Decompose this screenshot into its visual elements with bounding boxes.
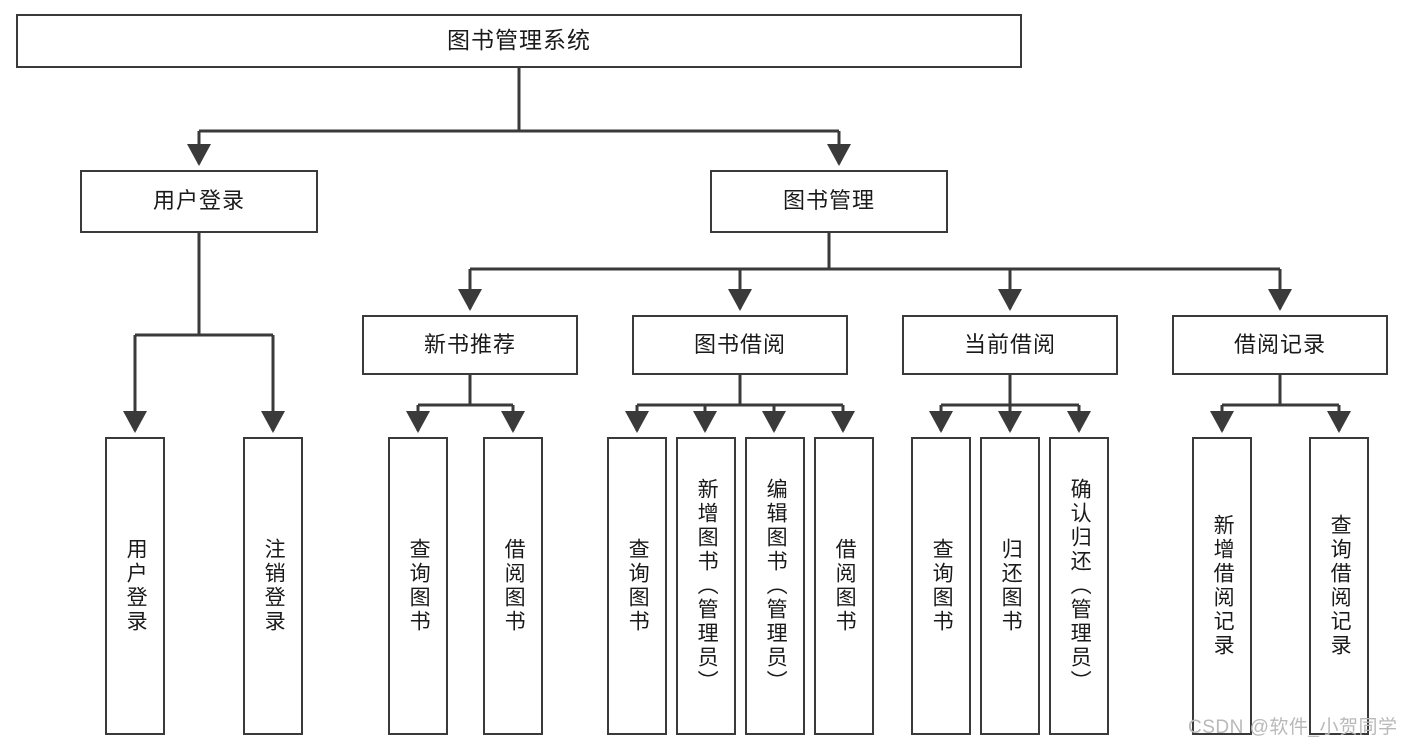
leaf-user-login[interactable]: 用户登录 [105, 437, 165, 735]
node-label: 用户登录 [152, 188, 245, 214]
node-label: 图书管理 [782, 188, 875, 214]
node-label: 归还图书 [999, 538, 1023, 634]
leaf-recommend-query-book[interactable]: 查询图书 [388, 437, 448, 735]
leaf-current-return-book[interactable]: 归还图书 [980, 437, 1040, 735]
node-label: 编辑图书（管理员） [764, 478, 788, 694]
node-label: 确认归还（管理员） [1068, 478, 1092, 694]
node-label: 新书推荐 [423, 331, 516, 357]
node-book-management[interactable]: 图书管理 [710, 170, 948, 233]
node-current-borrow[interactable]: 当前借阅 [902, 315, 1118, 375]
node-label: 当前借阅 [963, 331, 1056, 357]
node-label: 借阅图书 [833, 538, 857, 634]
node-label: 借阅记录 [1233, 331, 1326, 357]
node-label: 注销登录 [262, 538, 286, 634]
node-label: 新增借阅记录 [1211, 514, 1235, 658]
node-label: 用户登录 [124, 538, 148, 634]
node-user-login[interactable]: 用户登录 [80, 170, 318, 233]
csdn-watermark: CSDN @软件_小贺同学 [1188, 717, 1398, 738]
leaf-current-confirm-return-admin[interactable]: 确认归还（管理员） [1049, 437, 1109, 735]
node-borrow-record[interactable]: 借阅记录 [1172, 315, 1388, 375]
leaf-current-query-book[interactable]: 查询图书 [911, 437, 971, 735]
node-label: 查询借阅记录 [1328, 514, 1352, 658]
leaf-recommend-borrow-book[interactable]: 借阅图书 [483, 437, 543, 735]
node-root-system[interactable]: 图书管理系统 [16, 14, 1022, 68]
leaf-record-add-record[interactable]: 新增借阅记录 [1192, 437, 1252, 735]
leaf-record-query-record[interactable]: 查询借阅记录 [1309, 437, 1369, 735]
node-label: 图书借阅 [693, 331, 786, 357]
node-label: 新增图书（管理员） [695, 478, 719, 694]
leaf-borrow-edit-book-admin[interactable]: 编辑图书（管理员） [745, 437, 805, 735]
node-label: 图书管理系统 [447, 27, 591, 54]
node-label: 查询图书 [407, 538, 431, 634]
node-label: 借阅图书 [502, 538, 526, 634]
leaf-borrow-query-book[interactable]: 查询图书 [607, 437, 667, 735]
leaf-borrow-borrow-book[interactable]: 借阅图书 [814, 437, 874, 735]
node-new-book-recommend[interactable]: 新书推荐 [362, 315, 578, 375]
leaf-borrow-add-book-admin[interactable]: 新增图书（管理员） [676, 437, 736, 735]
node-book-borrow[interactable]: 图书借阅 [632, 315, 848, 375]
leaf-user-logout[interactable]: 注销登录 [243, 437, 303, 735]
node-label: 查询图书 [626, 538, 650, 634]
node-label: 查询图书 [930, 538, 954, 634]
